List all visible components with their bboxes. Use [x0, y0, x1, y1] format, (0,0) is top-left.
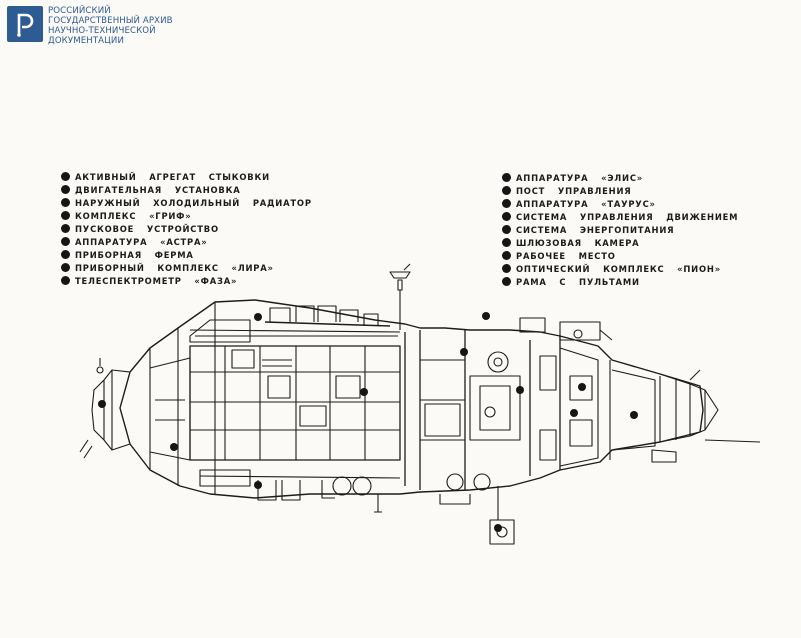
legend-item: РАМА С ПУЛЬТАМИ: [502, 275, 738, 288]
aft-section: [519, 317, 656, 476]
legend-label: ТЕЛЕСПЕКТРОМЕТР «ФАЗА»: [75, 275, 238, 286]
legend-label: ШЛЮЗОВАЯ КАМЕРА: [516, 237, 640, 248]
bullet-icon: [502, 238, 511, 247]
legend-label: ПРИБОРНАЯ ФЕРМА: [75, 249, 194, 260]
bullet-icon: [61, 172, 70, 181]
antenna-mast: [389, 263, 411, 330]
legend-item: НАРУЖНЫЙ ХОЛОДИЛЬНЫЙ РАДИАТОР: [61, 196, 312, 209]
archive-name-line: ГОСУДАРСТВЕННЫЙ АРХИВ: [48, 16, 173, 26]
legend-left: АКТИВНЫЙ АГРЕГАТ СТЫКОВКИ ДВИГАТЕЛЬНАЯ У…: [61, 170, 312, 287]
legend-item: АППАРАТУРА «ЭЛИС»: [502, 171, 738, 184]
airlock-section: [404, 330, 521, 505]
legend-item: СИСТЕМА ЭНЕРГОПИТАНИЯ: [502, 223, 738, 236]
legend-label: ОПТИЧЕСКИЙ КОМПЛЕКС «ПИОН»: [516, 263, 721, 274]
legend-label: КОМПЛЕКС «ГРИФ»: [75, 210, 192, 221]
bottom-tanks: [257, 476, 372, 501]
bullet-icon: [502, 212, 511, 221]
legend-label: СИСТЕМА УПРАВЛЕНИЯ ДВИЖЕНИЕМ: [516, 211, 739, 222]
bullet-icon: [502, 251, 511, 260]
radiator-pipes: [264, 305, 391, 327]
legend-label: ПУСКОВОЕ УСТРОЙСТВО: [75, 223, 219, 234]
legend-label: ПРИБОРНЫЙ КОМПЛЕКС «ЛИРА»: [75, 262, 274, 273]
hanging-payload: [374, 486, 515, 545]
legend-item: АППАРАТУРА «АСТРА»: [61, 235, 312, 248]
legend-label: НАРУЖНЫЙ ХОЛОДИЛЬНЫЙ РАДИАТОР: [75, 197, 312, 208]
bullet-icon: [61, 237, 70, 246]
bullet-icon: [61, 263, 70, 272]
bullet-icon: [502, 264, 511, 273]
legend-label: ПОСТ УПРАВЛЕНИЯ: [516, 185, 632, 196]
archive-name: РОССИЙСКИЙ ГОСУДАРСТВЕННЫЙ АРХИВ НАУЧНО-…: [48, 6, 173, 46]
hull-outline: [119, 299, 704, 499]
bullet-icon: [61, 185, 70, 194]
legend-item: ШЛЮЗОВАЯ КАМЕРА: [502, 236, 738, 249]
bullet-icon: [61, 198, 70, 207]
legend-label: РАМА С ПУЛЬТАМИ: [516, 276, 640, 287]
legend-item: ТЕЛЕСПЕКТРОМЕТР «ФАЗА»: [61, 274, 312, 287]
legend-label: ДВИГАТЕЛЬНАЯ УСТАНОВКА: [75, 184, 241, 195]
legend-label: АППАРАТУРА «ЭЛИС»: [516, 172, 643, 183]
legend-item: СИСТЕМА УПРАВЛЕНИЯ ДВИЖЕНИЕМ: [502, 210, 738, 223]
legend-item: РАБОЧЕЕ МЕСТО: [502, 249, 738, 262]
legend-label: АППАРАТУРА «ТАУРУС»: [516, 198, 656, 209]
legend-right: АППАРАТУРА «ЭЛИС» ПОСТ УПРАВЛЕНИЯ АППАРА…: [502, 171, 738, 288]
bullet-icon: [61, 211, 70, 220]
legend-label: АППАРАТУРА «АСТРА»: [75, 236, 208, 247]
legend-item: КОМПЛЕКС «ГРИФ»: [61, 209, 312, 222]
legend-label: АКТИВНЫЙ АГРЕГАТ СТЫКОВКИ: [75, 171, 270, 182]
archive-name-line: РОССИЙСКИЙ: [48, 6, 111, 16]
legend-label: РАБОЧЕЕ МЕСТО: [516, 250, 616, 261]
optical-cone: [651, 369, 761, 463]
legend-item: ПРИБОРНЫЙ КОМПЛЕКС «ЛИРА»: [61, 261, 312, 274]
bullet-icon: [502, 225, 511, 234]
archive-logo-icon: [17, 13, 34, 37]
archive-logo: [7, 6, 43, 42]
legend-item: ПУСКОВОЕ УСТРОЙСТВО: [61, 222, 312, 235]
bullet-icon: [61, 224, 70, 233]
bullet-icon: [502, 277, 511, 286]
bullet-icon: [502, 186, 511, 195]
bullet-icon: [502, 199, 511, 208]
bullet-icon: [61, 250, 70, 259]
legend-item: ДВИГАТЕЛЬНАЯ УСТАНОВКА: [61, 183, 312, 196]
docking-unit: [79, 358, 131, 459]
legend-label: СИСТЕМА ЭНЕРГОПИТАНИЯ: [516, 224, 675, 235]
legend-item: АКТИВНЫЙ АГРЕГАТ СТЫКОВКИ: [61, 170, 312, 183]
legend-item: АППАРАТУРА «ТАУРУС»: [502, 197, 738, 210]
legend-item: ОПТИЧЕСКИЙ КОМПЛЕКС «ПИОН»: [502, 262, 738, 275]
bullet-icon: [61, 276, 70, 285]
legend-item: ПРИБОРНАЯ ФЕРМА: [61, 248, 312, 261]
callout-markers: [98, 312, 638, 532]
bullet-icon: [502, 173, 511, 182]
archive-name-line: НАУЧНО-ТЕХНИЧЕСКОЙ: [48, 26, 156, 36]
legend-item: ПОСТ УПРАВЛЕНИЯ: [502, 184, 738, 197]
equipment-bay: [189, 329, 401, 479]
archive-name-line: ДОКУМЕНТАЦИИ: [48, 36, 124, 46]
